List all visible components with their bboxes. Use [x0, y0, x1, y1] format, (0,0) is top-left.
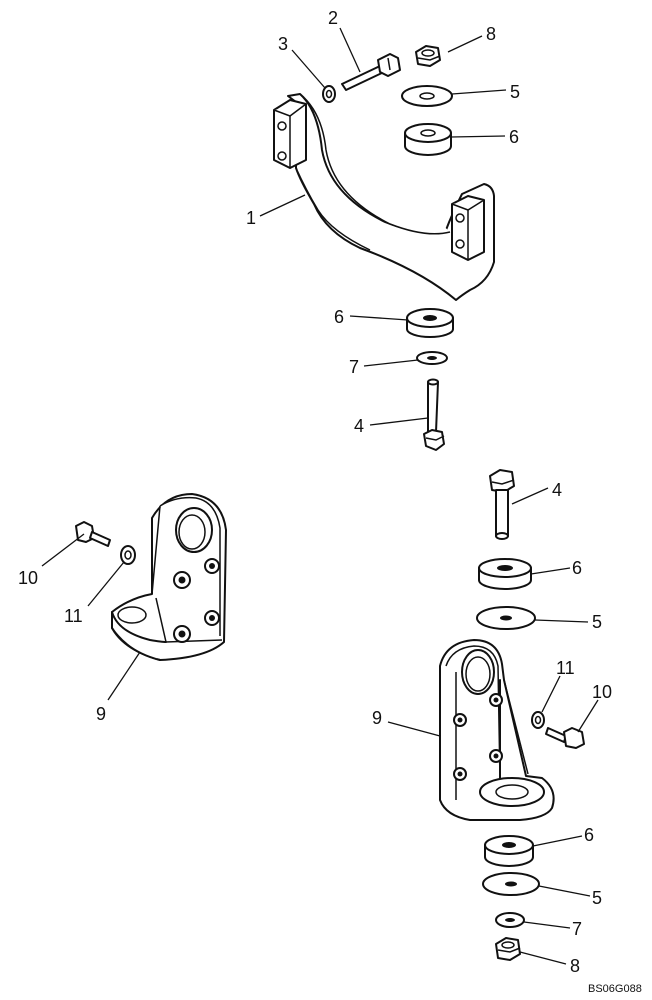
callout-8-right: 8	[570, 956, 580, 976]
flat-washer-part-5-right-lower	[482, 872, 540, 896]
callout-9-left: 9	[96, 704, 106, 724]
bolt-part-10-left	[75, 521, 111, 547]
drawing-reference-code: BS06G088	[588, 983, 642, 995]
callout-6-right-upper: 6	[572, 558, 582, 578]
flat-washer-part-5-right-upper	[476, 606, 536, 630]
callout-11-left: 11	[64, 606, 83, 626]
nut-part-8-top	[415, 45, 441, 67]
mounting-bracket-part-1	[273, 93, 495, 301]
isolator-part-6-top	[404, 123, 452, 156]
bolt-part-4-right	[489, 469, 515, 540]
callout-5-right-lower: 5	[592, 888, 602, 908]
callout-11-right: 11	[556, 658, 575, 678]
callout-9-right: 9	[372, 708, 382, 728]
callout-6-right-lower: 6	[584, 825, 594, 845]
callout-4-middle: 4	[354, 416, 364, 436]
washer-part-3	[322, 85, 336, 103]
washer-part-11-left	[120, 545, 136, 565]
callout-10-right: 10	[592, 682, 612, 702]
isolator-part-6-right-upper	[478, 558, 532, 590]
leader-lines	[41, 27, 599, 965]
bolt-part-10-right	[545, 727, 585, 749]
washer-part-11-right	[531, 711, 545, 729]
nut-part-8-right	[495, 937, 521, 961]
callout-6-top: 6	[509, 127, 519, 147]
l-bracket-part-9-right	[439, 639, 555, 821]
bolt-part-2	[341, 53, 401, 91]
callout-6-middle: 6	[334, 307, 344, 327]
isolator-part-6-middle	[406, 308, 454, 338]
callout-2: 2	[328, 8, 338, 28]
bolt-part-4-middle	[423, 378, 445, 451]
washer-part-7-middle	[416, 351, 448, 365]
l-bracket-part-9-left	[111, 493, 227, 661]
callout-1: 1	[246, 208, 256, 228]
callout-8-top: 8	[486, 24, 496, 44]
callout-5-top: 5	[510, 82, 520, 102]
callout-4-right: 4	[552, 480, 562, 500]
callout-3: 3	[278, 34, 288, 54]
isolator-part-6-right-lower	[484, 835, 534, 867]
callout-7-right: 7	[572, 919, 582, 939]
callout-5-right-upper: 5	[592, 612, 602, 632]
washer-part-7-right	[495, 912, 525, 928]
callout-7-middle: 7	[349, 357, 359, 377]
flat-washer-part-5-top	[401, 85, 453, 107]
callout-10-left: 10	[18, 568, 38, 588]
